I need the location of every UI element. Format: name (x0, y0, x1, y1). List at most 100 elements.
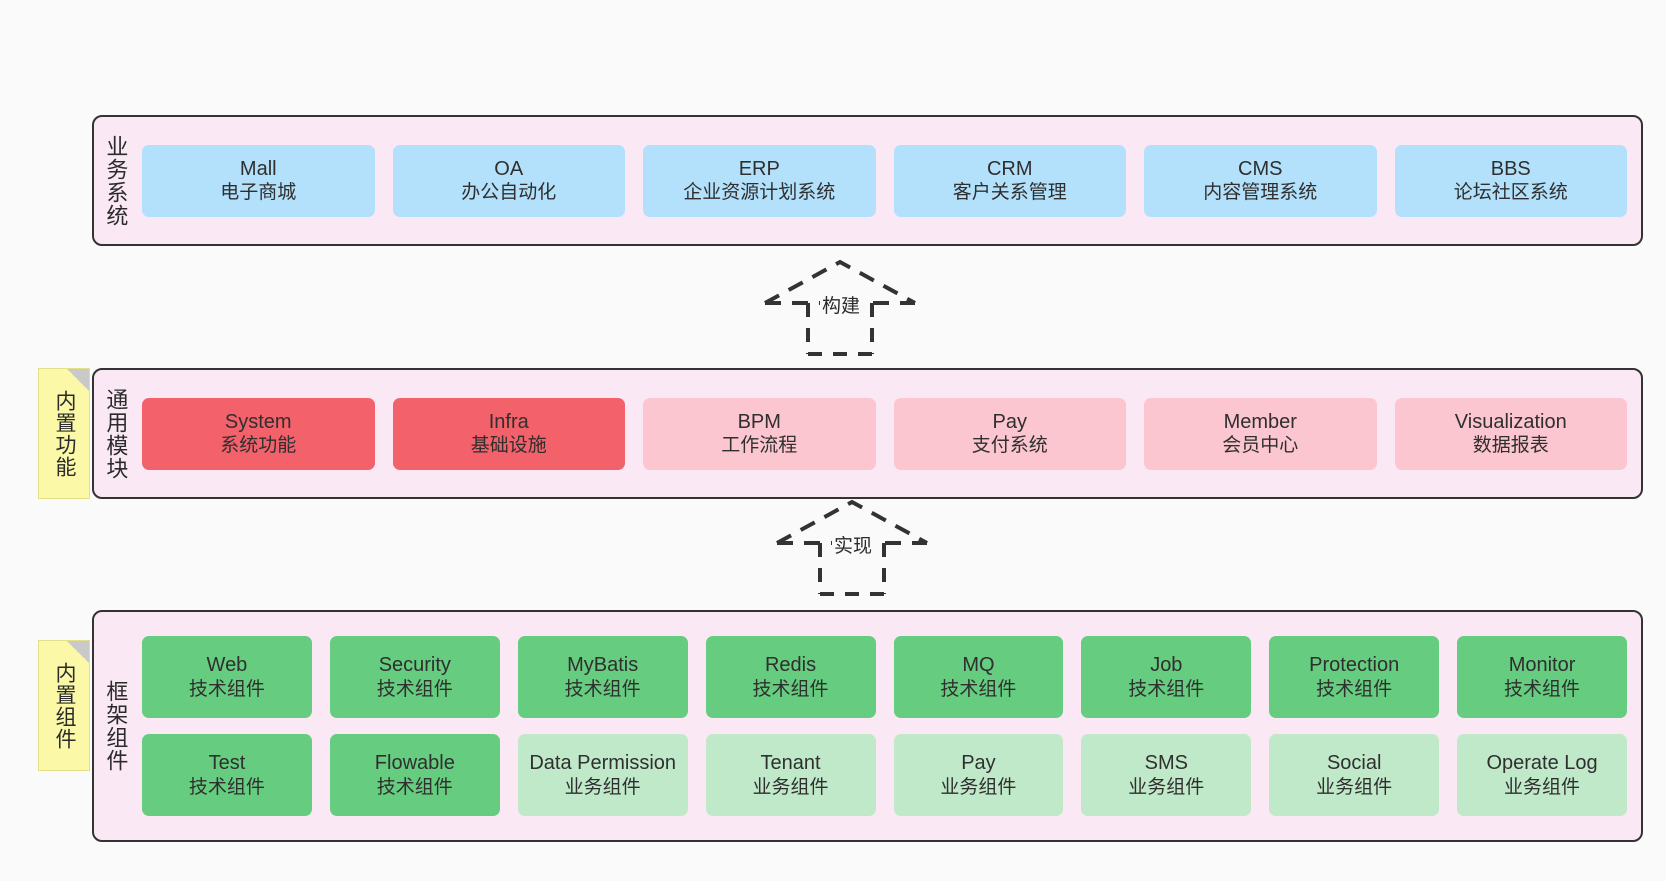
card-subtitle: 技术组件 (940, 678, 1017, 700)
layer-title-common-modules: 通用模块 (103, 387, 129, 480)
card-title: Visualization (1454, 410, 1567, 433)
card-title: SMS (1144, 752, 1188, 775)
card-title: Web (206, 654, 248, 677)
card-crm[interactable]: CRM 客户关系管理 (893, 144, 1126, 217)
card-title: CMS (1238, 157, 1283, 180)
card-subtitle: 业务组件 (940, 776, 1017, 798)
card-title: Monitor (1508, 654, 1576, 677)
card-pay-business[interactable]: Pay 业务组件 (893, 734, 1064, 816)
card-title: Social (1326, 752, 1382, 775)
card-title: Data Permission (529, 752, 677, 775)
card-security[interactable]: Security 技术组件 (329, 636, 500, 718)
card-subtitle: 业务组件 (564, 776, 641, 798)
card-subtitle: 技术组件 (1128, 678, 1205, 700)
card-subtitle: 内容管理系统 (1203, 182, 1318, 204)
card-subtitle: 技术组件 (1504, 678, 1581, 700)
layer-title-business-system: 业务系统 (103, 134, 129, 227)
card-title: Mall (239, 157, 277, 180)
card-mq[interactable]: MQ 技术组件 (893, 636, 1064, 718)
card-title: Pay (961, 752, 996, 775)
card-redis[interactable]: Redis 技术组件 (705, 636, 876, 718)
card-subtitle: 技术组件 (188, 678, 265, 700)
card-row: Web 技术组件 Security 技术组件 MyBatis 技术组件 Redi… (142, 636, 1627, 718)
card-subtitle: 技术组件 (1316, 678, 1393, 700)
card-data-permission[interactable]: Data Permission 业务组件 (517, 734, 688, 816)
card-monitor[interactable]: Monitor 技术组件 (1457, 636, 1627, 718)
note-label: 内置功能 (52, 389, 76, 478)
layer-business-system: 业务系统 Mall 电子商城 OA 办公自动化 ERP 企业资源计划系统 CRM… (92, 115, 1643, 246)
card-subtitle: 技术组件 (376, 776, 453, 798)
card-subtitle: 数据报表 (1472, 435, 1549, 457)
card-system[interactable]: System 系统功能 (142, 397, 375, 470)
layer-framework-components: 框架组件 Web 技术组件 Security 技术组件 MyBatis 技术组件… (92, 610, 1643, 842)
card-oa[interactable]: OA 办公自动化 (392, 144, 625, 217)
layer-common-modules: 通用模块 System 系统功能 Infra 基础设施 BPM 工作流程 Pay… (92, 368, 1643, 499)
card-subtitle: 办公自动化 (461, 182, 557, 204)
arrow-build-label: 构建 (820, 291, 863, 318)
card-title: Operate Log (1486, 752, 1598, 775)
card-title: BPM (737, 410, 781, 433)
arrow-implement-label: 实现 (832, 531, 875, 558)
layer-body-business-system: Mall 电子商城 OA 办公自动化 ERP 企业资源计划系统 CRM 客户关系… (136, 117, 1641, 244)
card-operate-log[interactable]: Operate Log 业务组件 (1457, 734, 1627, 816)
layer-title-framework-components: 框架组件 (103, 680, 129, 772)
card-row: Mall 电子商城 OA 办公自动化 ERP 企业资源计划系统 CRM 客户关系… (142, 144, 1627, 217)
card-web[interactable]: Web 技术组件 (142, 636, 312, 718)
card-test[interactable]: Test 技术组件 (142, 734, 312, 816)
card-title: Infra (488, 410, 529, 433)
card-title: Member (1223, 410, 1297, 433)
arrow-implement: 实现 (772, 498, 932, 598)
card-row: System 系统功能 Infra 基础设施 BPM 工作流程 Pay 支付系统… (142, 397, 1627, 470)
card-subtitle: 论坛社区系统 (1453, 182, 1568, 204)
card-title: Security (378, 654, 451, 677)
card-subtitle: 工作流程 (721, 435, 798, 457)
card-title: MQ (962, 654, 995, 677)
card-infra[interactable]: Infra 基础设施 (392, 397, 625, 470)
card-subtitle: 技术组件 (564, 678, 641, 700)
card-protection[interactable]: Protection 技术组件 (1269, 636, 1440, 718)
note-builtin-function: 内置功能 (38, 368, 90, 499)
card-title: OA (494, 157, 524, 180)
card-subtitle: 电子商城 (220, 182, 297, 204)
card-subtitle: 业务组件 (1504, 776, 1581, 798)
card-member[interactable]: Member 会员中心 (1144, 397, 1377, 470)
card-bbs[interactable]: BBS 论坛社区系统 (1394, 144, 1627, 217)
card-subtitle: 业务组件 (752, 776, 829, 798)
card-pay[interactable]: Pay 支付系统 (893, 397, 1126, 470)
card-bpm[interactable]: BPM 工作流程 (643, 397, 876, 470)
card-title: BBS (1490, 157, 1531, 180)
card-title: Protection (1309, 654, 1400, 677)
arrow-build: 构建 (760, 258, 920, 358)
card-title: System (224, 410, 292, 433)
card-title: Flowable (374, 752, 455, 775)
card-cms[interactable]: CMS 内容管理系统 (1144, 144, 1377, 217)
card-job[interactable]: Job 技术组件 (1081, 636, 1252, 718)
card-title: Pay (992, 410, 1027, 433)
card-subtitle: 基础设施 (470, 435, 547, 457)
card-title: ERP (738, 157, 780, 180)
card-sms[interactable]: SMS 业务组件 (1081, 734, 1252, 816)
card-subtitle: 企业资源计划系统 (683, 182, 836, 204)
card-title: Tenant (760, 752, 821, 775)
card-flowable[interactable]: Flowable 技术组件 (329, 734, 500, 816)
card-subtitle: 系统功能 (220, 435, 297, 457)
card-mall[interactable]: Mall 电子商城 (142, 144, 375, 217)
card-social[interactable]: Social 业务组件 (1269, 734, 1440, 816)
card-subtitle: 客户关系管理 (952, 182, 1067, 204)
card-title: Job (1150, 654, 1183, 677)
card-subtitle: 技术组件 (376, 678, 453, 700)
card-tenant[interactable]: Tenant 业务组件 (705, 734, 876, 816)
note-label: 内置组件 (52, 661, 76, 750)
card-subtitle: 业务组件 (1316, 776, 1393, 798)
card-row: Test 技术组件 Flowable 技术组件 Data Permission … (142, 734, 1627, 816)
card-erp[interactable]: ERP 企业资源计划系统 (643, 144, 876, 217)
layer-body-framework-components: Web 技术组件 Security 技术组件 MyBatis 技术组件 Redi… (136, 612, 1641, 840)
note-builtin-component: 内置组件 (38, 640, 90, 771)
card-mybatis[interactable]: MyBatis 技术组件 (517, 636, 688, 718)
card-subtitle: 会员中心 (1222, 435, 1299, 457)
card-title: Test (208, 752, 246, 775)
card-title: MyBatis (567, 654, 639, 677)
card-visualization[interactable]: Visualization 数据报表 (1394, 397, 1627, 470)
card-subtitle: 技术组件 (188, 776, 265, 798)
